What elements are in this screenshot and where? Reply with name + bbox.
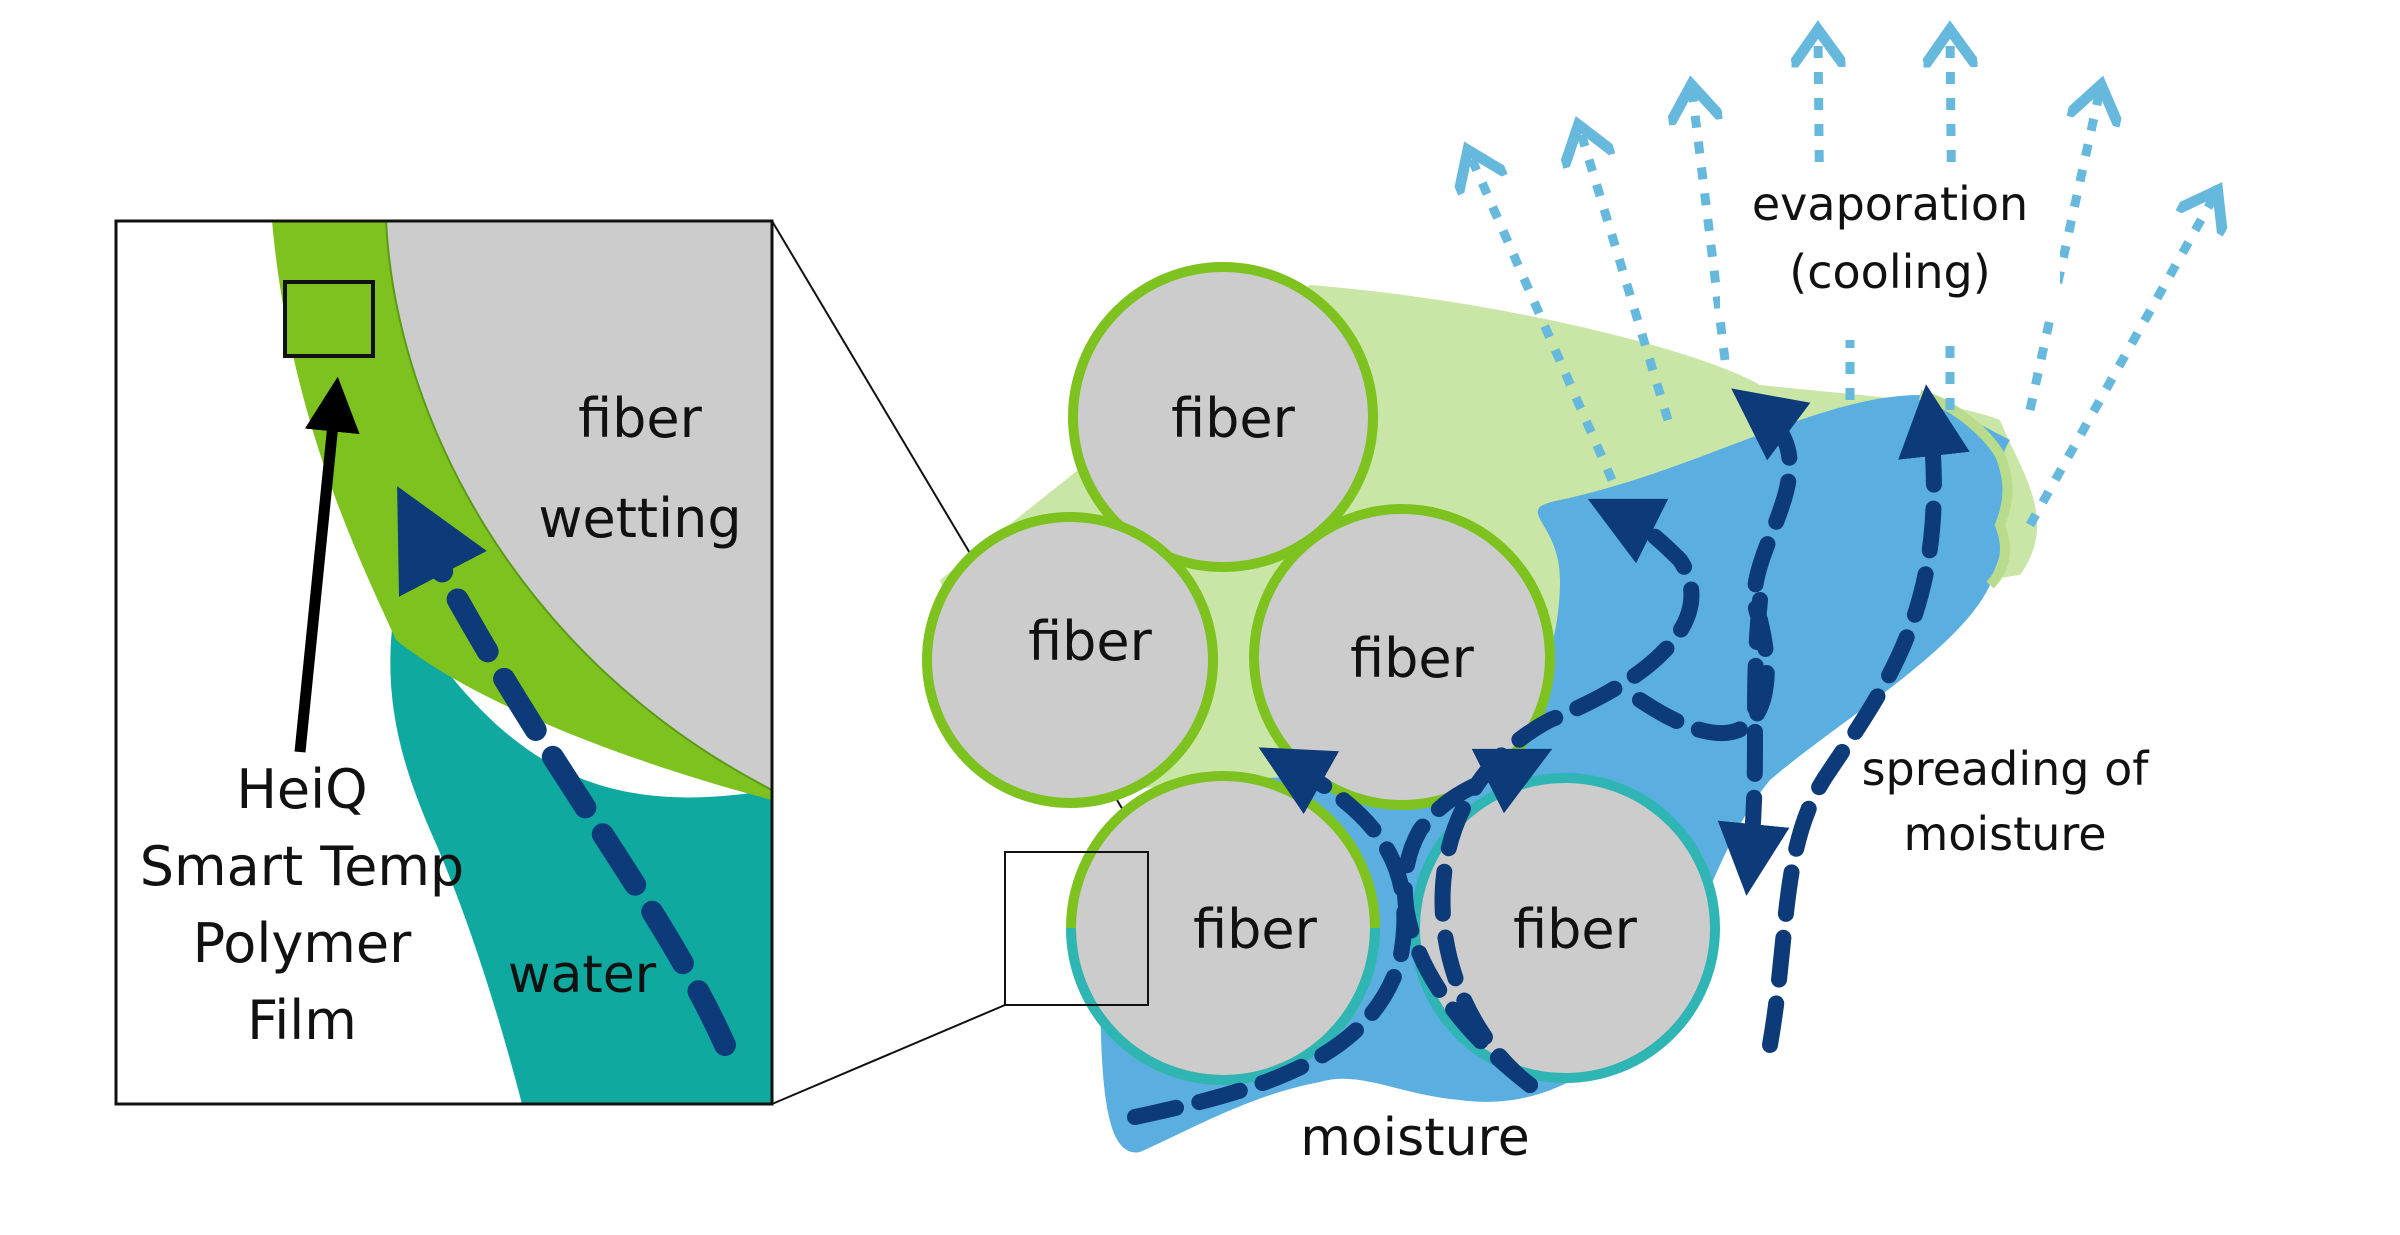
zoom-connector-bottom bbox=[771, 1004, 1006, 1105]
fiber-bottom-right: fiber bbox=[1410, 773, 1720, 1083]
polymer-label-line4: Film bbox=[247, 989, 357, 1052]
fiber-bottom-left: fiber bbox=[1066, 771, 1380, 1085]
polymer-label-line3: Polymer bbox=[193, 912, 412, 975]
inset-fiber-surface bbox=[384, 221, 772, 792]
fiber-mid-left: fiber bbox=[922, 512, 1218, 808]
moisture-flow-arrows bbox=[1127, 384, 1970, 1125]
evaporation-label-line1: evaporation bbox=[1752, 177, 2028, 231]
polymer-pointer-arrow bbox=[294, 376, 360, 753]
inset-polymer-film bbox=[272, 221, 772, 800]
evap-arrow-3 bbox=[1692, 90, 1730, 361]
evaporation-label-line2: (cooling) bbox=[1789, 245, 1990, 299]
inset-water-flow-arrow bbox=[397, 486, 736, 1056]
evap-arrow-7 bbox=[2025, 90, 2100, 411]
fiber-top: fiber bbox=[1068, 262, 1378, 572]
inset-frame bbox=[114, 219, 774, 1106]
fiber-mid-right: fiber bbox=[1249, 504, 1555, 810]
inset-fiber-label: fiber bbox=[578, 387, 703, 450]
spreading-label-line2: moisture bbox=[1903, 807, 2106, 861]
evap-arrow-1 bbox=[1470, 155, 1617, 482]
fiber-bottom-right-label: fiber bbox=[1513, 898, 1638, 961]
fiber-bottom-left-label: fiber bbox=[1193, 898, 1318, 961]
fiber-mid-right-label: fiber bbox=[1350, 627, 1475, 690]
inset-polymer-sample-box bbox=[283, 280, 375, 358]
inset-water-label: water bbox=[508, 945, 657, 1005]
evaporation-label-backing bbox=[1720, 165, 2060, 315]
evap-arrow-8 bbox=[2026, 195, 2215, 528]
zoom-source-box bbox=[1004, 851, 1149, 1006]
fiber-mid-left-label: fiber bbox=[1028, 610, 1153, 673]
flow-arrow-lower-rise-left bbox=[1434, 498, 1700, 1093]
inset-water-region bbox=[390, 600, 772, 1104]
polymer-label-line2: Smart Temp bbox=[140, 835, 464, 898]
flow-arrow-branch-down bbox=[1717, 592, 1790, 896]
moisture-label: moisture bbox=[1300, 1108, 1530, 1168]
fiber-top-label: fiber bbox=[1171, 387, 1296, 450]
inset-wetting-label: wetting bbox=[538, 487, 741, 550]
polymer-label-line1: HeiQ bbox=[236, 758, 367, 821]
spreading-label-line1: spreading of bbox=[1862, 742, 2151, 796]
flow-arrow-bottom-to-left-gap bbox=[1127, 747, 1413, 1125]
flow-arrow-rise-right bbox=[1762, 384, 1970, 1053]
inset-panel: fiber wetting HeiQ Smart Temp Polymer Fi… bbox=[114, 219, 774, 1106]
